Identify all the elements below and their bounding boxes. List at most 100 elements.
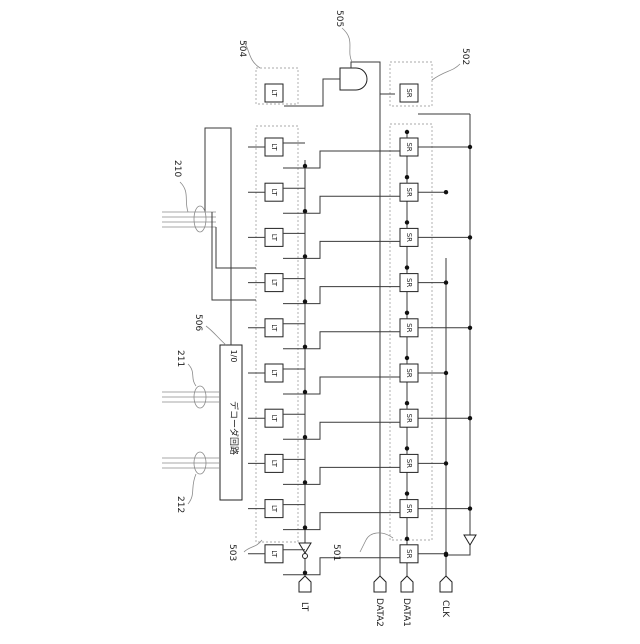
lt-junction [303,164,307,168]
clock-junction [468,235,472,239]
shift-register-label: SR [405,414,413,423]
input-port-data1 [401,576,413,592]
clock-junction [444,190,448,194]
shift-register-label: SR [405,142,413,151]
clock-junction [468,326,472,330]
clock-junction [444,371,448,375]
lt-junction [303,480,307,484]
shift-register-label: SR [405,188,413,197]
clock-junction [444,280,448,284]
data-junction [405,537,409,541]
clock-junction [444,461,448,465]
leader-211 [188,364,196,386]
lt-buffer [299,543,311,553]
ref-506: 506 [193,314,203,331]
shift-register-502: SR [400,84,418,102]
latch-label: LT [270,369,278,377]
data-junction [405,491,409,495]
shift-register-label: SR [405,323,413,332]
stage-4: LT SR [248,265,448,303]
lt-junction [303,435,307,439]
stage-group: LT SR LT SR LT SR LT SR LT SR LT SR LT SR LT SR LT SR LT SR [248,130,472,575]
lt-junction [303,525,307,529]
shift-register-label: SR [405,233,413,242]
data-junction [405,220,409,224]
leader-505 [342,28,352,62]
ref-501: 501 [331,544,341,561]
sr-to-latch-wire [283,196,400,213]
lt-junction [303,254,307,258]
lt-junction [303,209,307,213]
input-port-lt [299,576,311,592]
bus-212 [162,452,220,474]
and-gate-505 [340,68,367,90]
leader-506 [206,326,226,345]
latch-label: LT [270,234,278,242]
sr-to-latch-wire [283,332,400,349]
latch-504: LT [265,84,283,102]
stage-8: LT SR [248,446,448,484]
lt-junction [303,299,307,303]
stage-9: LT SR [248,491,472,529]
data-junction [405,401,409,405]
latch-label: LT [270,324,278,332]
bus-211 [162,386,220,408]
leader-210 [180,182,188,212]
data-junction [405,311,409,315]
decoder-label: デコーダ回路 [228,401,240,455]
clock-junction [468,145,472,149]
stage-2: LT SR [248,175,448,213]
latch-label: LT [270,189,278,197]
ref-210: 210 [172,160,182,177]
latch-label: LT [270,279,278,287]
data-junction [405,175,409,179]
data-junction [405,130,409,134]
leader-501 [360,533,393,552]
sr-to-latch-wire [283,151,400,168]
lt-junction [303,390,307,394]
clk-inverter [464,535,476,545]
latch-label: LT [270,89,278,97]
input-port-data2 [374,576,386,592]
decoder-io-label: 1/0 [229,350,238,363]
stage-6: LT SR [248,356,448,394]
signal-label-clk: CLK [440,600,450,618]
sr-to-latch-wire [283,467,400,484]
sr-to-latch-wire [283,513,400,530]
bus-210 [162,206,256,300]
latch-label: LT [270,143,278,151]
signal-label-lt: LT [299,602,309,612]
latch-label: LT [270,460,278,468]
shift-register-label: SR [405,504,413,513]
latch-label: LT [270,550,278,558]
data-junction [405,265,409,269]
sr-to-latch-wire [283,422,400,439]
stage-7: LT SR [248,401,472,439]
lt-junction [303,571,307,575]
latch-label: LT [270,505,278,513]
shift-register-label: SR [405,459,413,468]
and-gate-output-wire [284,79,340,106]
shift-register-label: SR [405,549,413,558]
stage-5: LT SR [248,311,472,349]
shift-register-label: SR [405,368,413,377]
lt-buffer-bubble [303,554,308,559]
ref-211: 211 [175,350,185,367]
input-port-clk [440,576,452,592]
clock-junction [468,416,472,420]
latch-label: LT [270,415,278,423]
ref-212: 212 [175,496,185,513]
data-junction [405,446,409,450]
stage-1: LT SR [248,130,472,168]
ref-504: 504 [237,40,247,57]
signal-label-data1: DATA1 [401,598,411,627]
ref-503: 503 [227,544,237,561]
clock-junction [444,552,448,556]
sr-to-latch-wire [283,241,400,258]
clock-junction [468,506,472,510]
shift-register-label: SR [405,278,413,287]
decoder-output-wire [205,128,231,345]
data-junction [405,356,409,360]
